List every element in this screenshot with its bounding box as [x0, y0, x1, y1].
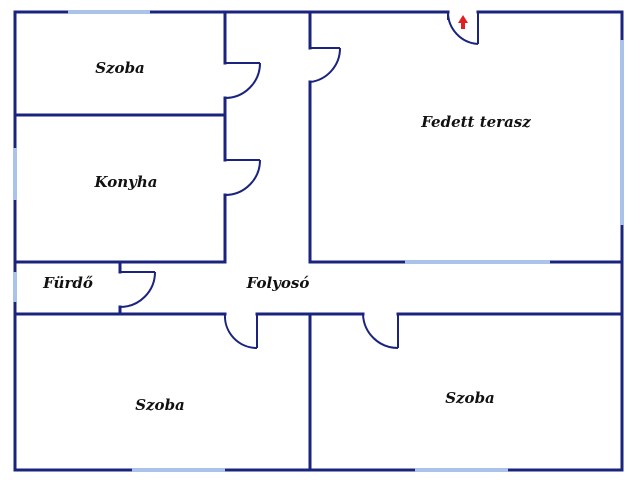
room-label-szoba-bottom-left: Szoba — [135, 396, 185, 414]
room-label-folyoso: Folyosó — [246, 274, 310, 292]
room-label-furdo: Fürdő — [43, 274, 93, 292]
door-entrance — [446, 11, 479, 45]
door-szoba-bottom-left — [223, 313, 258, 350]
door-konyha — [224, 159, 261, 196]
door-szoba-top — [224, 62, 261, 99]
room-label-szoba-top: Szoba — [95, 59, 145, 77]
room-label-szoba-bottom-right: Szoba — [445, 389, 495, 407]
entrance-arrow-icon — [458, 15, 468, 29]
room-label-konyha: Konyha — [94, 173, 158, 191]
door-furdo — [119, 271, 156, 308]
door-szoba-bottom-right — [362, 313, 399, 349]
door-terrace — [309, 47, 342, 83]
room-label-fedett-terasz: Fedett terasz — [421, 113, 531, 131]
